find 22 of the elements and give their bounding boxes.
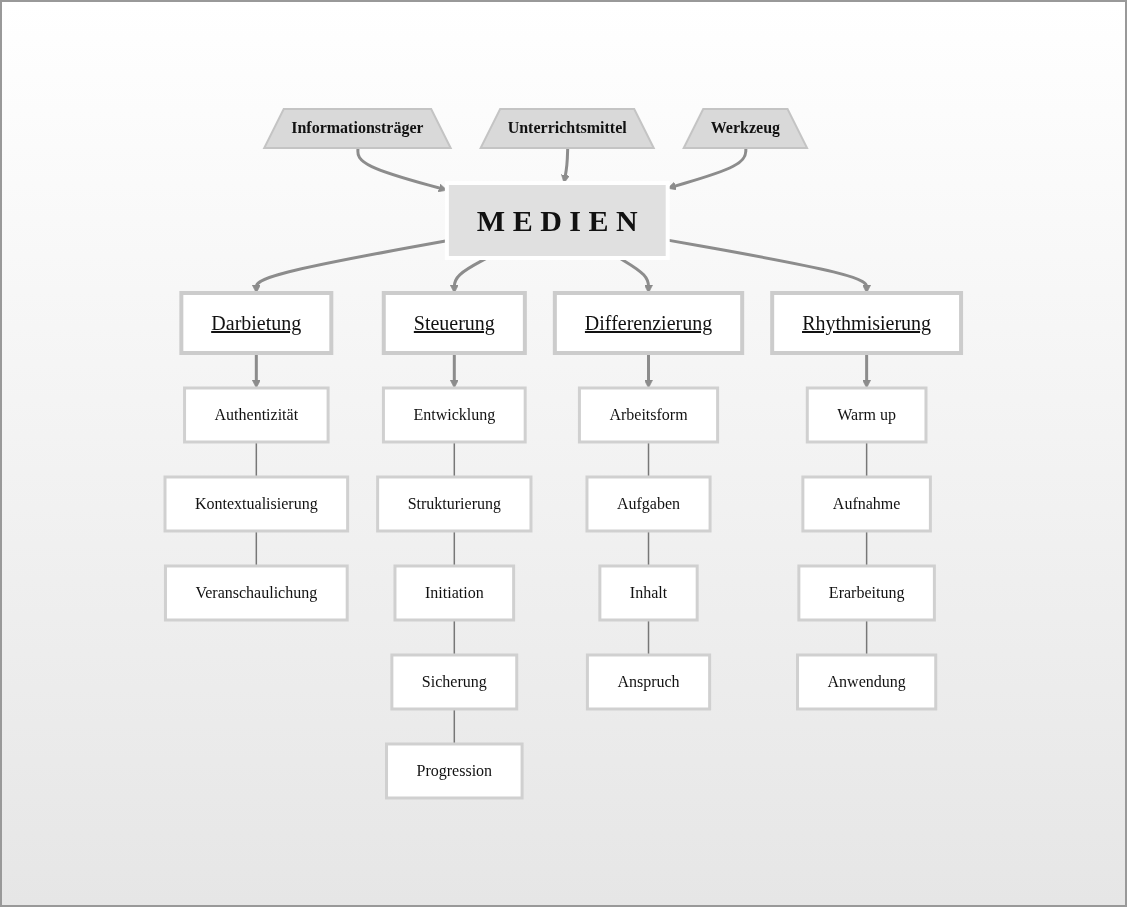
node-box: M E D I E N bbox=[445, 181, 671, 260]
arrow bbox=[561, 148, 571, 184]
node-box: Kontextualisierung bbox=[163, 475, 350, 533]
node-box: Anwendung bbox=[796, 653, 938, 711]
node-box: Authentizität bbox=[183, 386, 331, 444]
node-box: Anspruch bbox=[586, 653, 712, 711]
node-box: Differenzierung bbox=[553, 291, 745, 355]
node-box: Aufnahme bbox=[801, 475, 933, 533]
node-box: Strukturierung bbox=[376, 475, 533, 533]
node-box: Initiation bbox=[393, 564, 516, 622]
node-box: Inhalt bbox=[598, 564, 700, 622]
node-box: Aufgaben bbox=[585, 475, 712, 533]
node-box: Darbietung bbox=[179, 291, 334, 355]
node-box: Entwicklung bbox=[382, 386, 528, 444]
node-box: Erarbeitung bbox=[797, 564, 937, 622]
node-box: Arbeitsform bbox=[578, 386, 720, 444]
node-box: Veranschaulichung bbox=[164, 564, 350, 622]
node-box: Sicherung bbox=[390, 653, 519, 711]
node-box: Progression bbox=[385, 742, 525, 800]
node-box: Rhythmisierung bbox=[770, 291, 964, 355]
node-box: Warm up bbox=[806, 386, 928, 444]
node-box: Steuerung bbox=[382, 291, 528, 355]
